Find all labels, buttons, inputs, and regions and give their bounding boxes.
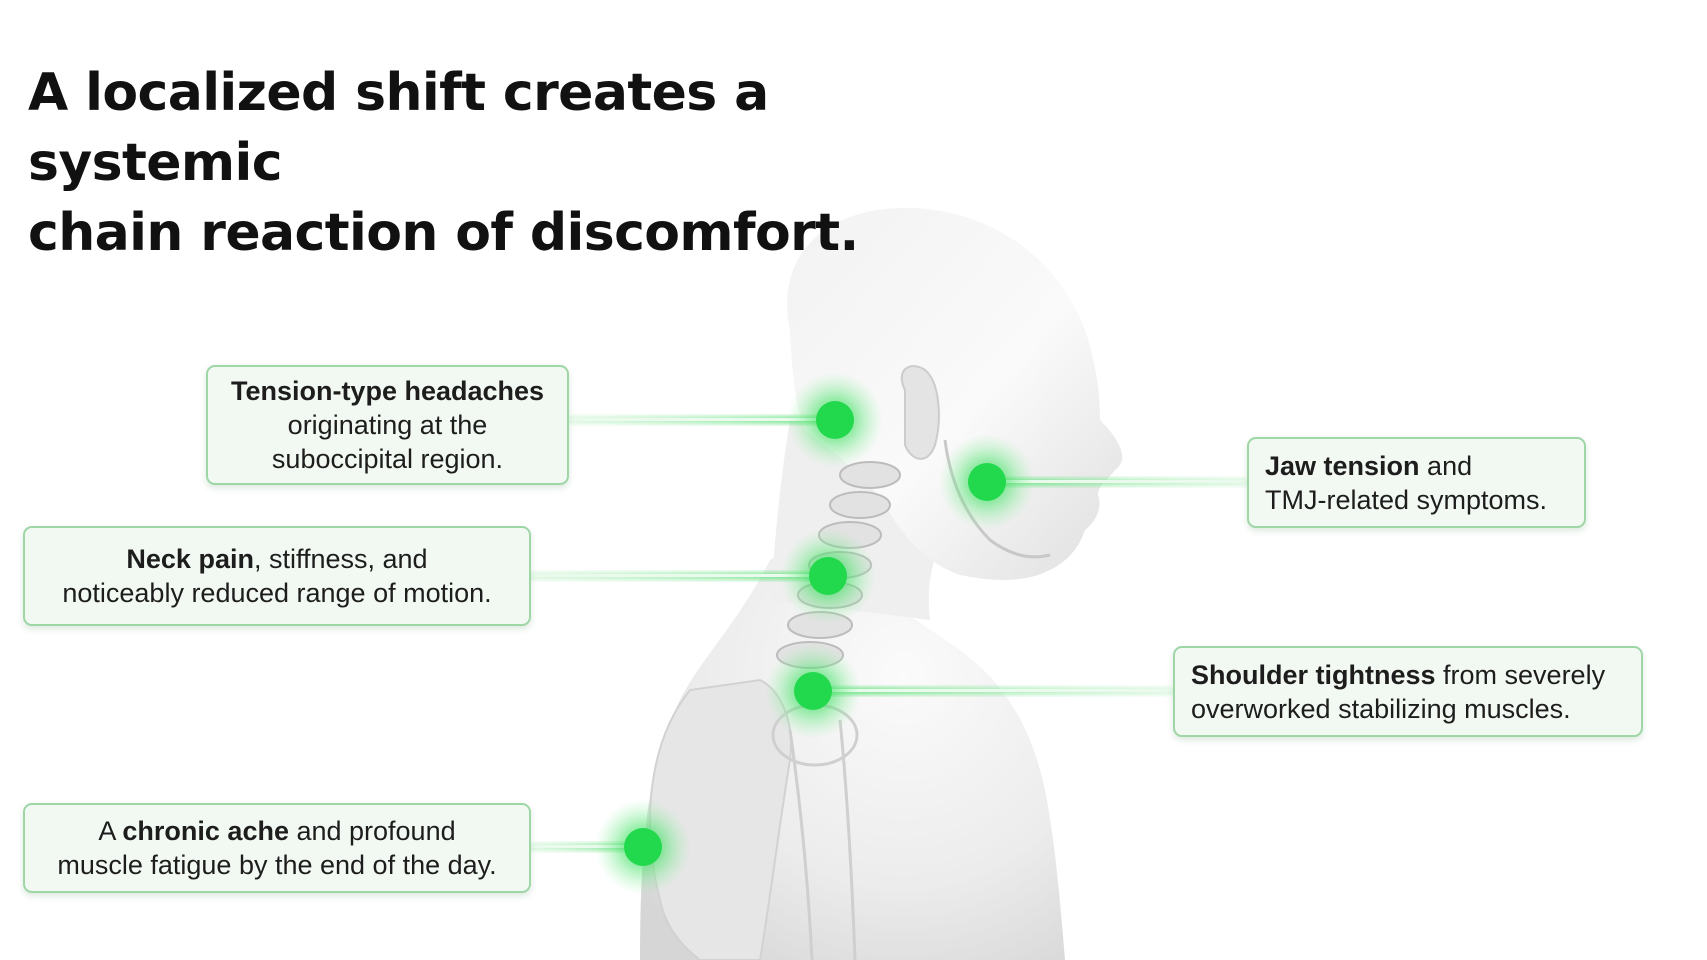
title-line-1: A localized shift creates a systemic <box>28 63 769 193</box>
callout-back-rest: and profound <box>288 816 456 846</box>
callout-headache-line-2: originating at the <box>287 410 488 440</box>
callout-shoulder-line-1: Shoulder tightness from severely <box>1191 658 1629 692</box>
callout-neck-bold: Neck pain <box>126 544 254 574</box>
callout-back-line-2: muscle fatigue by the end of the day. <box>57 850 497 880</box>
title-line-2: chain reaction of discomfort. <box>28 203 859 263</box>
callout-back: A chronic ache and profound muscle fatig… <box>23 803 531 893</box>
callout-neck-rest: , stiffness, and <box>253 544 428 574</box>
pain-point-headache <box>787 372 883 468</box>
callout-shoulder-bold: Shoulder tightness <box>1191 659 1436 690</box>
callout-shoulder: Shoulder tightness from severely overwor… <box>1173 646 1643 737</box>
callout-neck-line-1: Neck pain, stiffness, and <box>37 542 517 576</box>
pain-point-back <box>595 799 691 895</box>
callout-jaw-line-2: TMJ-related symptoms. <box>1265 484 1548 515</box>
pain-point-neck <box>780 528 876 624</box>
callout-headache: Tension-type headaches originating at th… <box>206 365 569 485</box>
callout-headache-bold: Tension-type headaches <box>230 376 545 406</box>
callout-jaw-bold: Jaw tension <box>1265 450 1420 481</box>
callout-neck: Neck pain, stiffness, and noticeably red… <box>23 526 531 626</box>
callout-shoulder-line-2: overworked stabilizing muscles. <box>1191 693 1571 724</box>
callout-jaw-line-1: Jaw tension and <box>1265 449 1572 483</box>
callout-back-bold: chronic ache <box>122 816 289 846</box>
connector-lines <box>529 416 1248 851</box>
callout-jaw-rest: and <box>1419 450 1473 481</box>
callout-shoulder-rest: from severely <box>1435 659 1606 690</box>
callout-back-line-1: A chronic ache and profound <box>37 814 517 848</box>
page-title: A localized shift creates a systemic cha… <box>28 58 1028 268</box>
pain-point-shoulder <box>765 643 861 739</box>
pain-point-jaw <box>939 434 1035 530</box>
callout-jaw: Jaw tension and TMJ-related symptoms. <box>1247 437 1586 528</box>
humerus-outline <box>788 719 857 960</box>
callout-neck-line-2: noticeably reduced range of motion. <box>62 578 492 608</box>
callout-back-pre: A <box>98 816 123 846</box>
callout-headache-line-1: Tension-type headaches <box>220 374 555 408</box>
ear <box>900 365 940 460</box>
callout-headache-line-3: suboccipital region. <box>271 444 504 474</box>
